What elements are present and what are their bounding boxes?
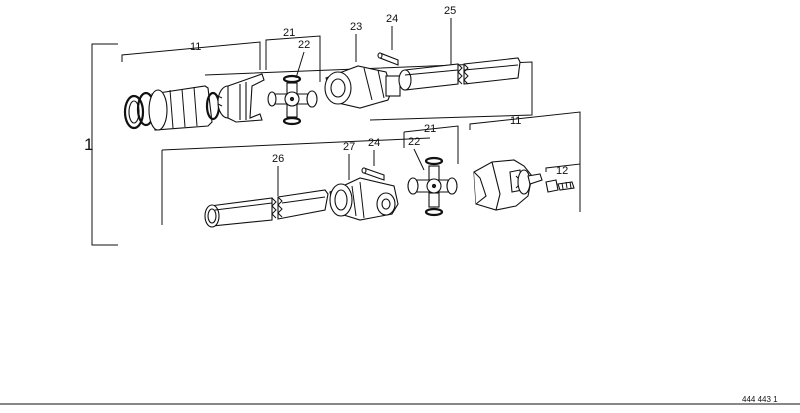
leader-22-upper — [295, 51, 305, 79]
roll-pin-upper — [377, 52, 399, 66]
cross-journal-upper — [267, 74, 318, 126]
leader-22-lower — [413, 148, 425, 171]
label-12-bracket — [545, 163, 581, 176]
label-11-upper-bracket — [121, 41, 261, 70]
label-26: 26 — [272, 153, 284, 165]
yoke-lower-right — [473, 159, 543, 211]
label-21-lower: 21 — [424, 123, 436, 135]
label-22-upper: 22 — [298, 39, 310, 51]
cross-journal-lower — [407, 156, 458, 217]
label-23: 23 — [350, 21, 362, 33]
locking-bolt-12 — [545, 179, 575, 193]
label-27: 27 — [343, 141, 355, 153]
label-11-lower: 11 — [510, 115, 521, 127]
yoke-27 — [329, 177, 399, 221]
roll-pin-lower — [361, 167, 385, 181]
label-21-upper: 21 — [283, 27, 295, 39]
assembly-label: 1 — [84, 135, 93, 154]
label-24-upper: 24 — [386, 13, 398, 25]
protective-boot-upper — [148, 85, 221, 131]
label-21-lower-bracket — [403, 125, 459, 164]
label-11-lower-bracket — [469, 111, 581, 212]
label-12: 12 — [556, 165, 568, 177]
label-21-upper-bracket — [265, 35, 321, 82]
label-11-upper: 11 — [190, 41, 201, 53]
lower-panel-outline — [161, 137, 431, 225]
reference-code: 444 443 1 — [742, 395, 778, 404]
label-22-lower: 22 — [408, 136, 420, 148]
label-24-lower: 24 — [368, 137, 380, 149]
yoke-upper-left — [217, 73, 265, 123]
yoke-23 — [324, 65, 401, 109]
profile-tube-26 — [204, 189, 329, 228]
assembly-bracket — [91, 43, 118, 246]
label-25: 25 — [444, 5, 456, 17]
profile-tube-25 — [398, 57, 521, 91]
